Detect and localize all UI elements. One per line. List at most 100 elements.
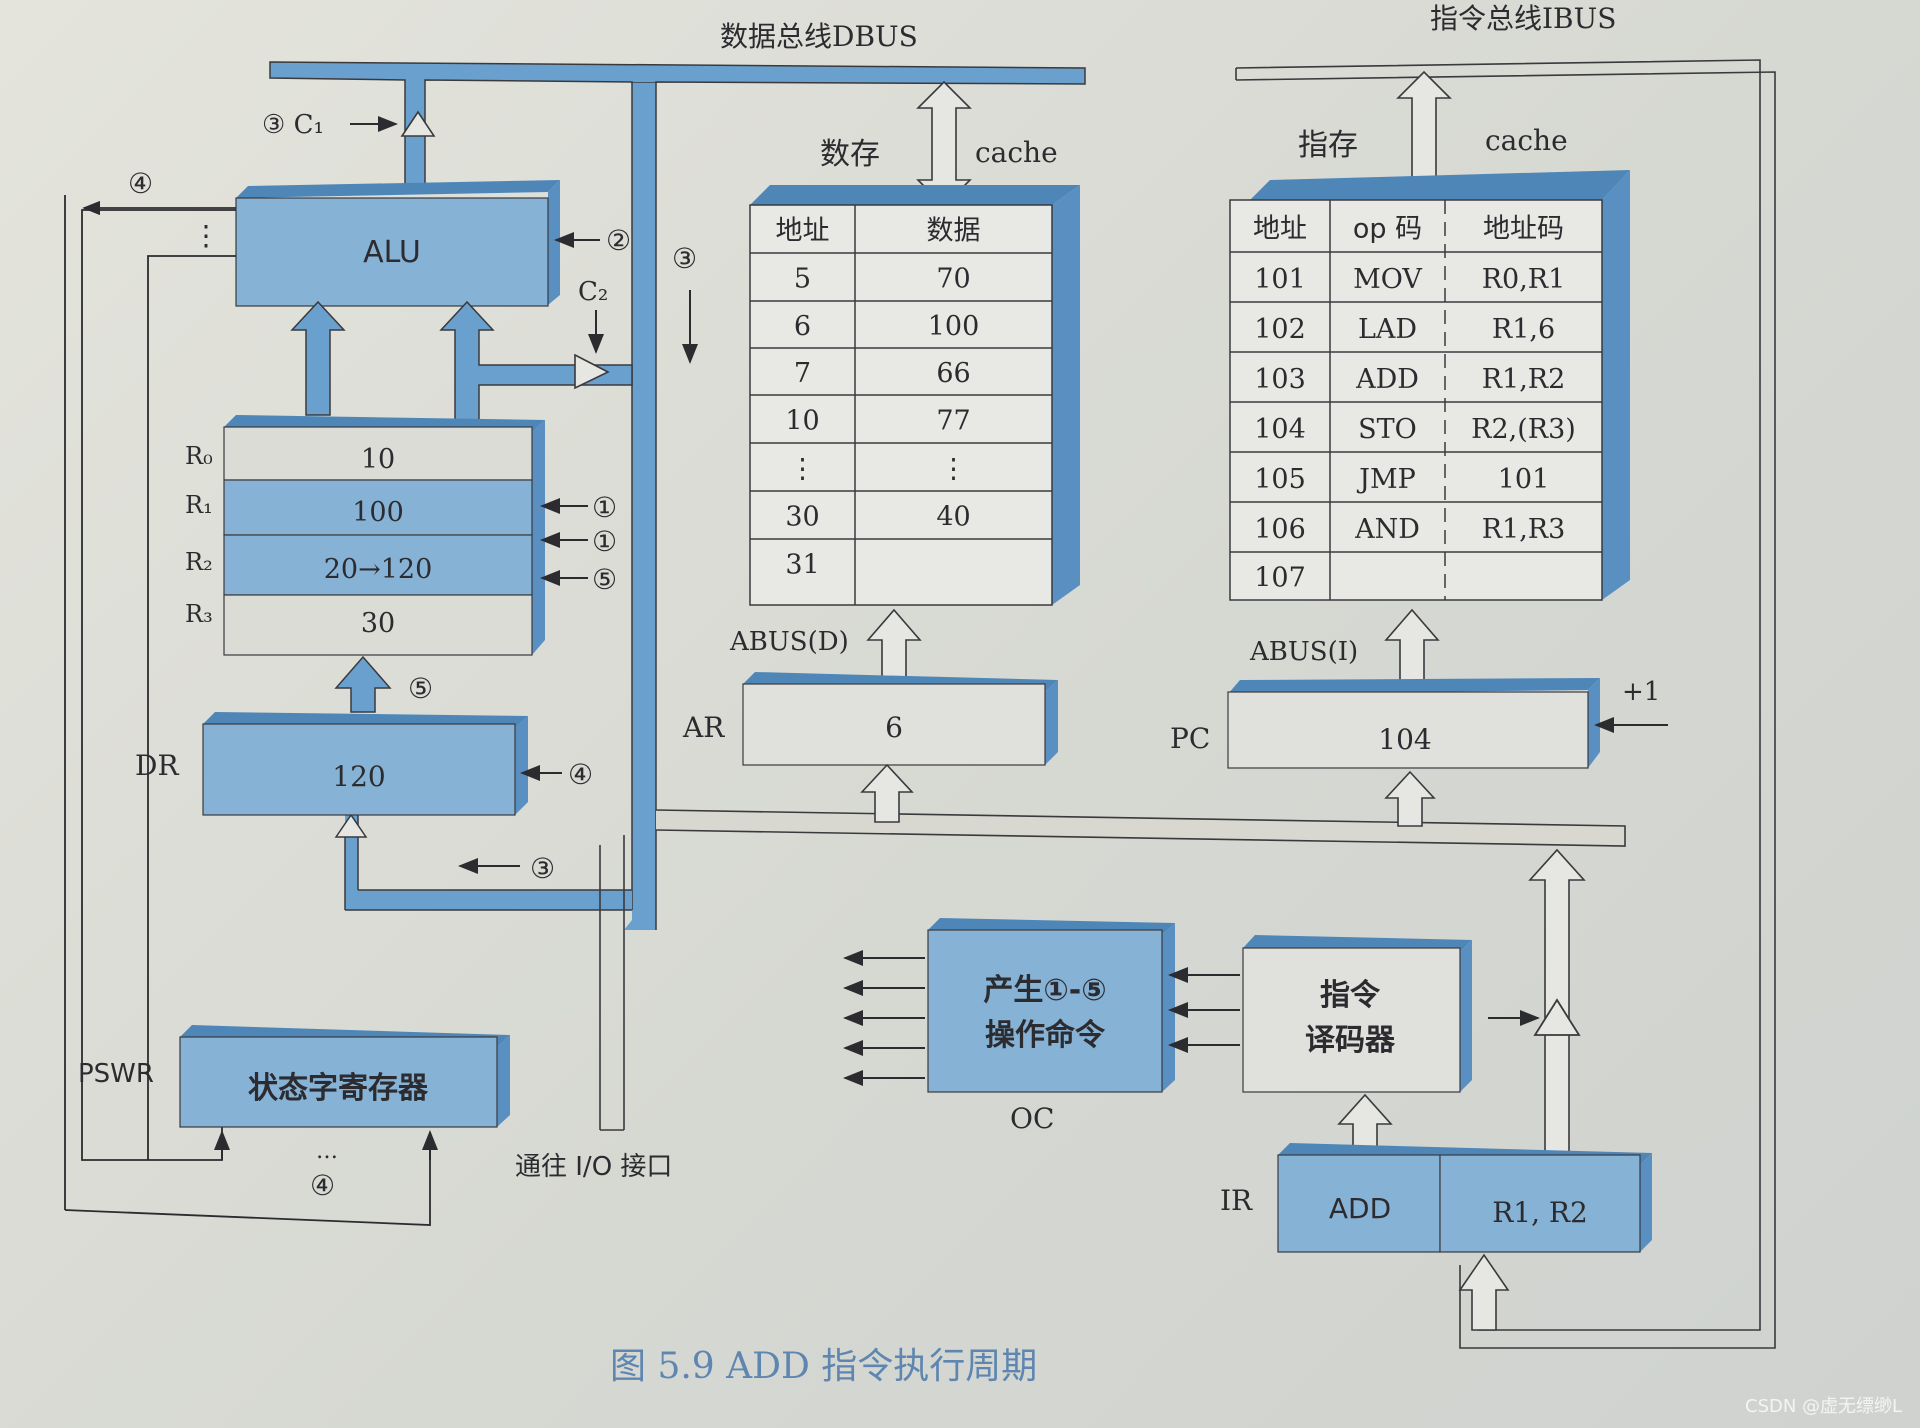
ibus-label: 指令总线IBUS bbox=[1430, 2, 1616, 35]
psw-input-line bbox=[64, 1142, 431, 1226]
reg-r2-name: R₂ bbox=[185, 548, 213, 576]
marker-5-up: ⑤ bbox=[408, 672, 433, 705]
alu-input-arrows bbox=[290, 300, 633, 426]
data-cache-header-data: 数据 bbox=[927, 216, 981, 247]
data-cache-cell-data: 66 bbox=[936, 358, 970, 389]
figure-caption: 图 5.9 ADD 指令执行周期 bbox=[610, 1346, 1037, 1387]
psw-name: PSWR bbox=[78, 1059, 154, 1089]
instr-cache-cell-op: JMP bbox=[1356, 464, 1416, 495]
watermark: CSDN @虚无缥缈L bbox=[1745, 1396, 1902, 1417]
ir-name: IR bbox=[1220, 1184, 1253, 1217]
reg-r1-value: 100 bbox=[352, 497, 404, 528]
instruction-decoder bbox=[1242, 935, 1472, 1093]
ibus-to-ir-arrow bbox=[1458, 1253, 1510, 1331]
dr-value: 120 bbox=[332, 760, 385, 793]
instr-cache-subtitle: cache bbox=[1485, 124, 1568, 157]
c2-gate-icon bbox=[574, 353, 610, 390]
instr-cache-cell-address: 107 bbox=[1254, 563, 1306, 594]
marker-3-bus: ③ bbox=[672, 242, 697, 275]
reg-r1-name: R₁ bbox=[185, 491, 213, 519]
data-cache-cell-address: 7 bbox=[794, 358, 811, 389]
data-cache-cell-address: 10 bbox=[785, 406, 819, 437]
instr-cache-cell-op: LAD bbox=[1358, 314, 1417, 345]
ir-gate-icon bbox=[1533, 998, 1581, 1036]
pc-to-cache-arrow bbox=[1384, 608, 1440, 685]
alu-flag-line-1 bbox=[81, 209, 236, 1161]
instr-cache-cell-op: MOV bbox=[1353, 264, 1422, 295]
instr-cache-cell-address: 105 bbox=[1254, 464, 1306, 495]
decoder-line-2: 译码器 bbox=[1305, 1023, 1396, 1058]
instr-cache-cell-address: 102 bbox=[1254, 314, 1306, 345]
pc-name: PC bbox=[1170, 722, 1210, 755]
data-cache-cell-data: 40 bbox=[936, 502, 970, 533]
marker-4-dr: ④ bbox=[568, 758, 593, 791]
data-bus bbox=[269, 61, 1086, 930]
instr-cache-header-op: op 码 bbox=[1353, 213, 1422, 244]
oc-output-signals bbox=[843, 950, 925, 1086]
ir-operand-field: R1, R2 bbox=[1492, 1196, 1588, 1229]
instr-cache-cell-operand: R1,R3 bbox=[1482, 514, 1566, 545]
decoder-line-1: 指令 bbox=[1320, 978, 1381, 1013]
data-cache-cell-data: 100 bbox=[928, 311, 980, 342]
instr-cache-cell-operand: 101 bbox=[1498, 464, 1550, 495]
data-cache-cell-address: 30 bbox=[785, 502, 819, 533]
data-cache-cell-data: 70 bbox=[936, 264, 970, 295]
data-cache-cell-data: 77 bbox=[936, 406, 970, 437]
reg-r0-name: R₀ bbox=[185, 442, 213, 470]
instr-cache-cell-op: STO bbox=[1358, 414, 1417, 445]
instr-cache-cell-operand: R0,R1 bbox=[1482, 264, 1566, 295]
instr-cache-cell-address: 101 bbox=[1254, 264, 1306, 295]
marker-3-dr: ③ bbox=[530, 852, 555, 885]
bus-to-ar-arrow bbox=[860, 763, 914, 823]
instr-cache-header-operand: 地址码 bbox=[1483, 213, 1564, 244]
instr-cache-cell-operand: R1,6 bbox=[1492, 314, 1555, 345]
marker-4-psw: ④ bbox=[310, 1169, 335, 1202]
data-cache-cell-address: ⋮ bbox=[789, 454, 816, 485]
ir-register bbox=[1277, 1143, 1652, 1253]
data-cache-cell-address: 31 bbox=[785, 550, 819, 581]
abus-d-label: ABUS(D) bbox=[729, 627, 849, 657]
alu-flag-line-2 bbox=[147, 255, 236, 1160]
register-file bbox=[223, 415, 545, 656]
c1-label: ③ C₁ bbox=[262, 110, 324, 140]
instr-cache-header-address: 地址 bbox=[1253, 213, 1307, 244]
oc-unit bbox=[927, 918, 1175, 1093]
dbus-label: 数据总线DBUS bbox=[720, 20, 918, 53]
decoder-to-oc-signals bbox=[1168, 967, 1240, 1053]
alu-marker-2: ② bbox=[606, 224, 631, 257]
marker-4-top: ④ bbox=[128, 167, 153, 200]
data-cache-title: 数存 bbox=[820, 137, 880, 172]
data-cache-cell-address: 6 bbox=[794, 311, 811, 342]
dr-register bbox=[202, 712, 528, 816]
psw-dots: … bbox=[316, 1139, 338, 1164]
reg-r0-value: 10 bbox=[361, 444, 395, 475]
c1-gate-icon bbox=[400, 110, 436, 137]
ar-value: 6 bbox=[885, 711, 903, 744]
instr-cache-cell-address: 103 bbox=[1254, 364, 1306, 395]
instr-cache-cell-operand: R1,R2 bbox=[1482, 364, 1566, 395]
pc-register bbox=[1227, 678, 1600, 769]
ar-to-cache-arrow bbox=[866, 608, 922, 683]
reg-marker-5: ⑤ bbox=[592, 563, 617, 596]
ar-register bbox=[742, 672, 1058, 766]
dr-to-reg-arrow bbox=[334, 655, 392, 713]
ar-name: AR bbox=[682, 711, 725, 744]
ir-op-field: ADD bbox=[1329, 1192, 1391, 1225]
instr-cache-cell-operand: R2,(R3) bbox=[1471, 414, 1576, 445]
data-cache-header-address: 地址 bbox=[776, 216, 830, 247]
reg-marker-1a: ① bbox=[592, 491, 617, 524]
reg-r3-value: 30 bbox=[361, 608, 395, 639]
data-cache-cell-address: 5 bbox=[794, 264, 811, 295]
psw-label: 状态字寄存器 bbox=[248, 1071, 429, 1106]
oc-line-2: 操作命令 bbox=[985, 1018, 1106, 1053]
oc-line-1: 产生①-⑤ bbox=[983, 973, 1106, 1008]
pc-value: 104 bbox=[1378, 723, 1431, 756]
psw-register bbox=[179, 1025, 510, 1128]
instr-cache-cell-address: 106 bbox=[1254, 514, 1306, 545]
abus-i-label: ABUS(I) bbox=[1249, 637, 1358, 667]
data-cache-subtitle: cache bbox=[975, 136, 1058, 169]
